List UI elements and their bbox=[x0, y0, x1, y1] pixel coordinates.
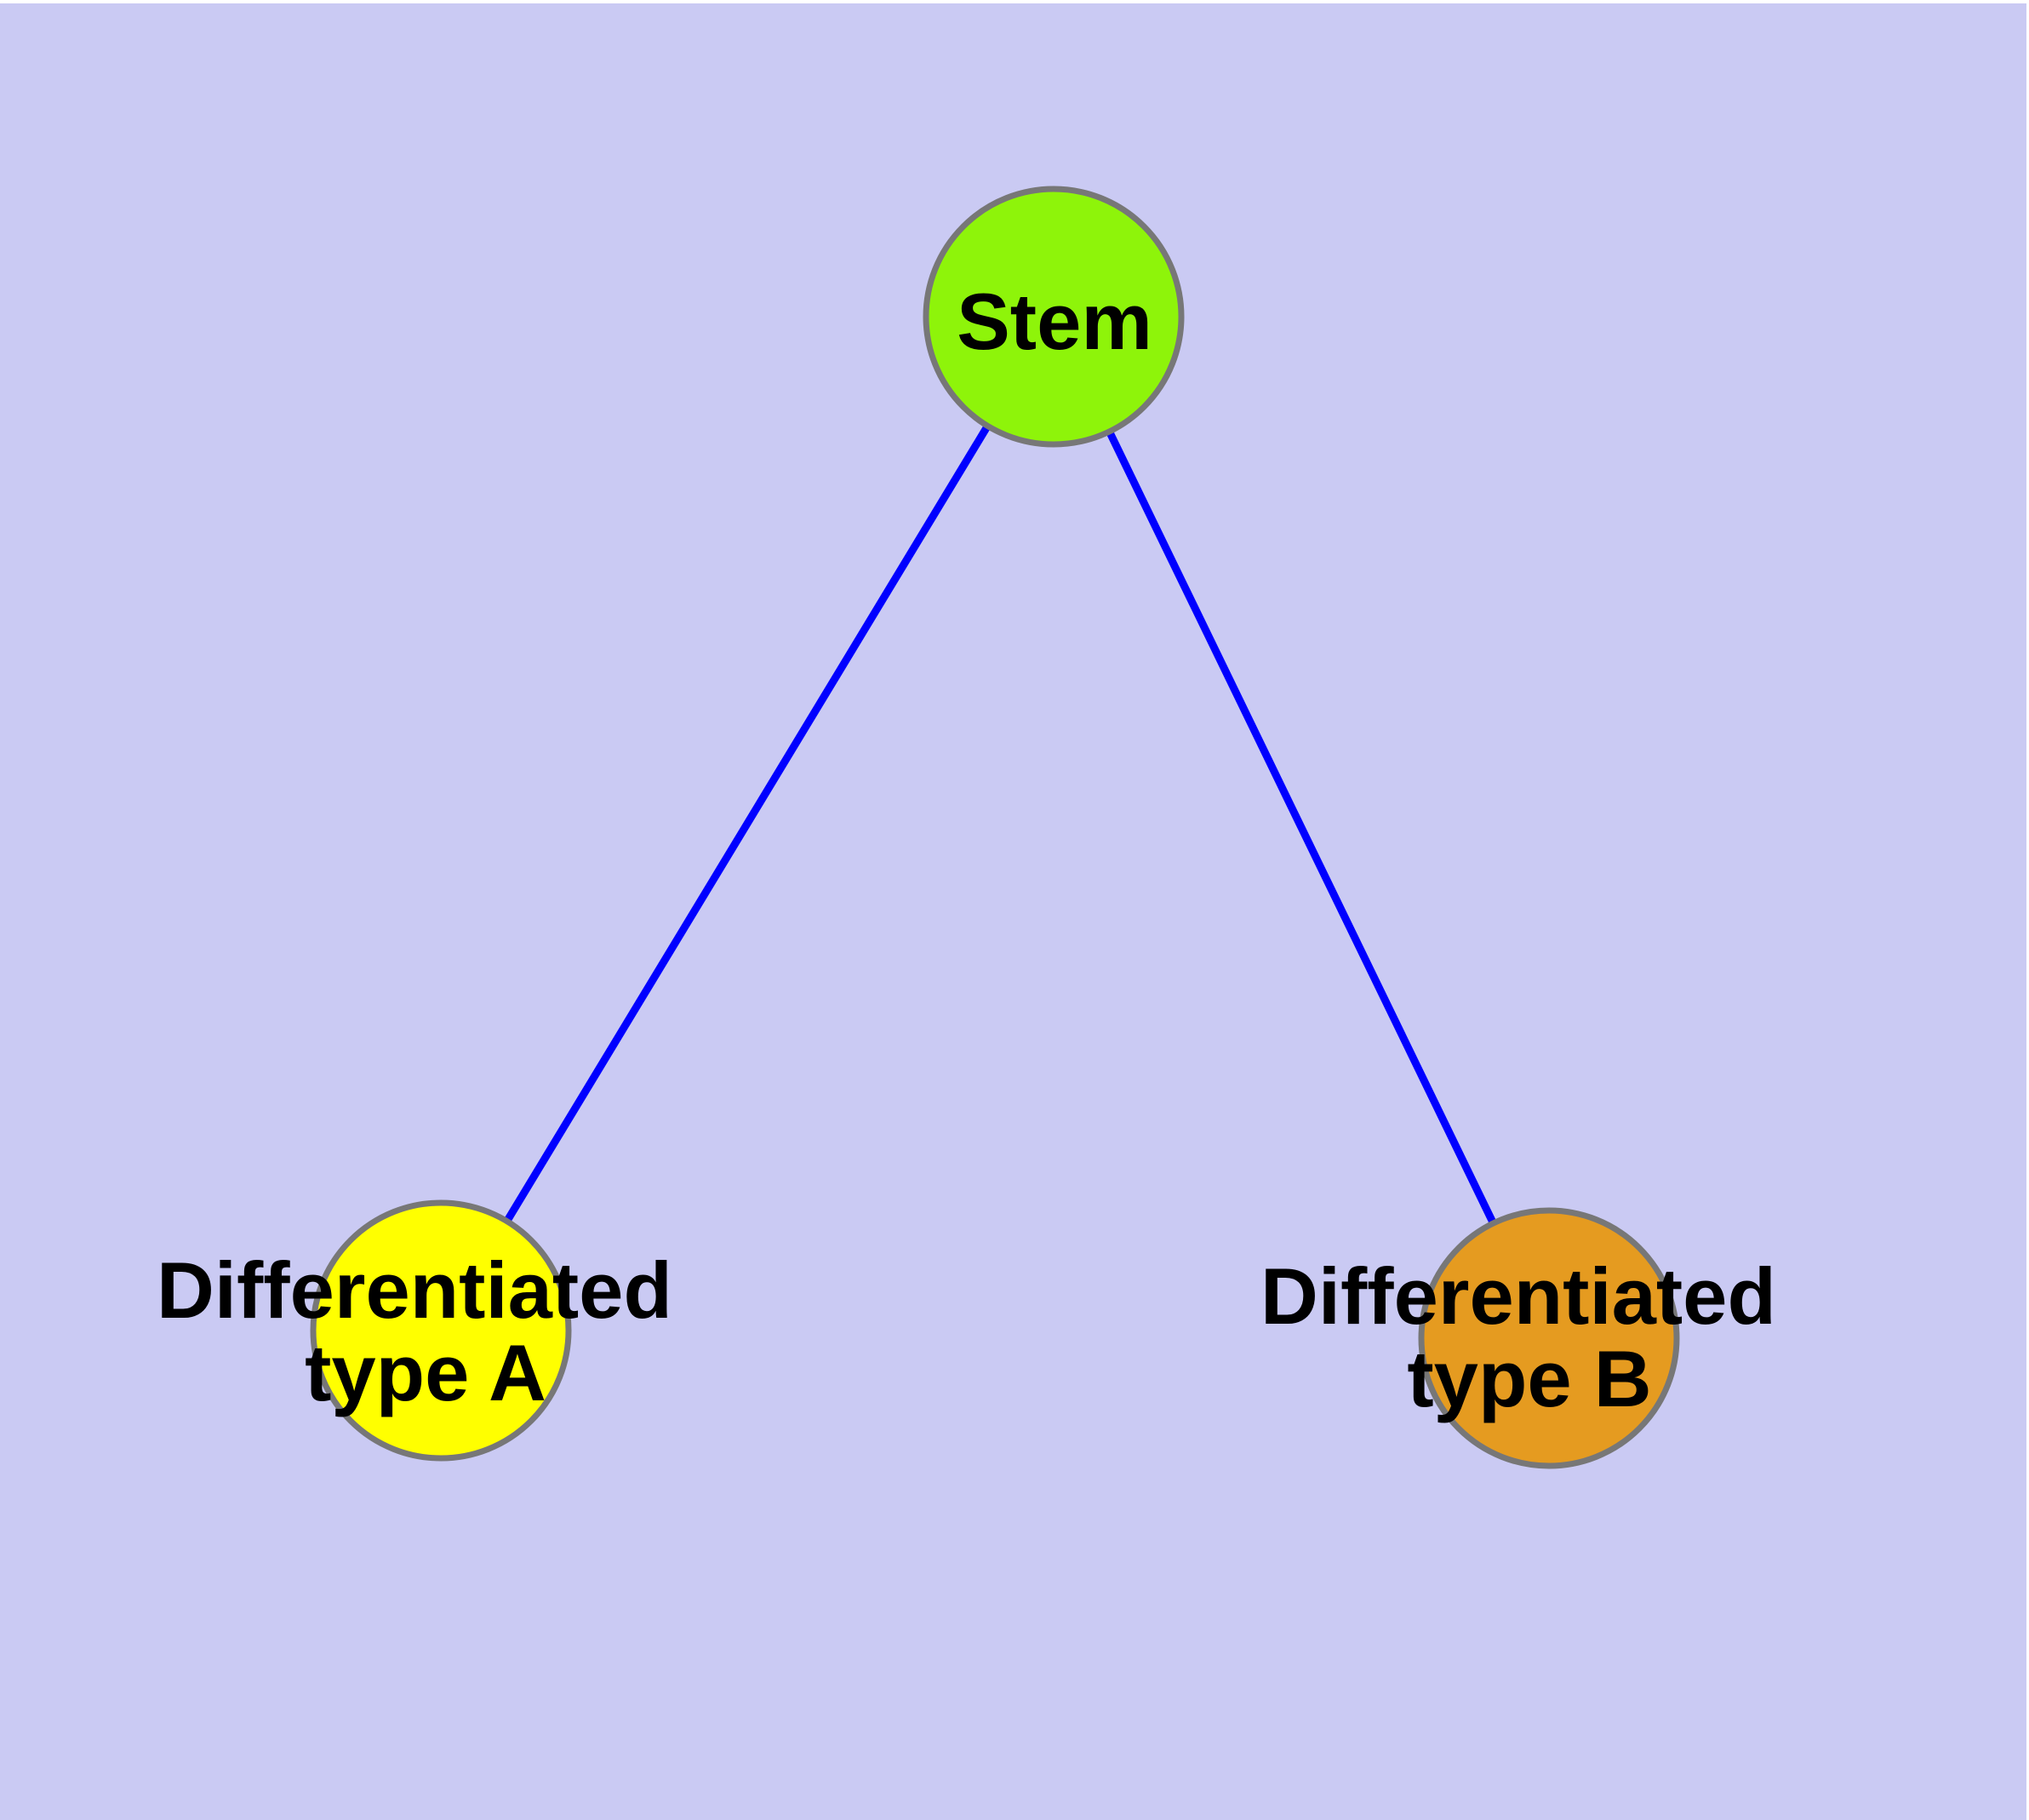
edge-stem-to-type-a bbox=[437, 314, 1057, 1333]
node-differentiated-type-b-label: Differentiated type B bbox=[1260, 1251, 1798, 1423]
label-line: Differentiated bbox=[1260, 1251, 1776, 1341]
node-stem bbox=[923, 186, 1185, 448]
label-line: type B bbox=[1407, 1334, 1651, 1423]
label-line: Differentiated bbox=[157, 1245, 672, 1335]
node-differentiated-type-b bbox=[1418, 1207, 1680, 1469]
node-stem-label: Stem bbox=[957, 277, 1152, 366]
node-differentiated-type-a bbox=[310, 1199, 572, 1462]
node-differentiated-type-a-label: Differentiated type A bbox=[157, 1245, 694, 1417]
label-line: type A bbox=[305, 1328, 546, 1417]
edge-stem-to-type-b bbox=[1049, 315, 1553, 1340]
